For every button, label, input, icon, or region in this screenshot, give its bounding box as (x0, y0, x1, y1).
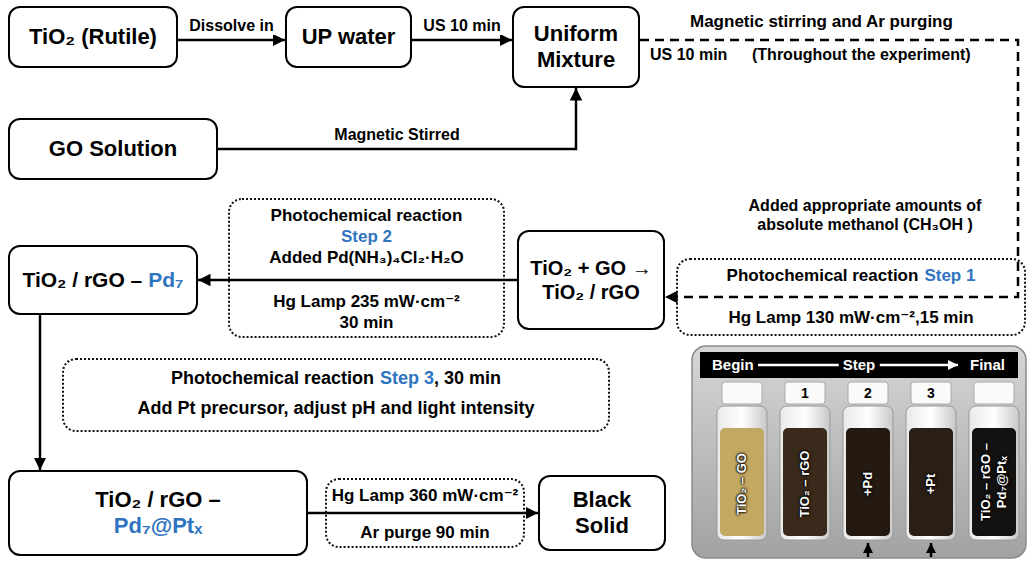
process-box: TiO₂ + GO → TiO₂ / rGO (517, 230, 665, 330)
vial-label: TiO₂ – GO (734, 434, 750, 534)
vial-glass (969, 406, 1019, 540)
reaction-step-panel: Photochemical reactionStep 1 Hg Lamp 130 … (676, 258, 1026, 336)
flow-arrow (39, 315, 42, 470)
vial-glass (843, 406, 893, 540)
step-text: Add Pt precursor, adjust pH and light in… (137, 398, 534, 420)
process-box: TiO₂ / rGO –Pd₇@Ptₓ (8, 470, 308, 556)
edge-label: Magnetic Stirred (332, 125, 461, 144)
text-row: Photochemical reaction (234, 206, 499, 226)
step-text: Hg Lamp 360 mW·cm⁻² (332, 486, 519, 506)
vial (969, 382, 1019, 540)
process-box: TiO₂ (Rutile) (8, 6, 178, 68)
sequence-band (700, 352, 1018, 378)
box-label: TiO₂ (Rutile) (29, 24, 157, 50)
vial (906, 382, 956, 540)
edge-label: US 10 min (648, 45, 729, 64)
flow-arrow (218, 88, 576, 149)
vial-label: TiO₂ – rGO – Pd₇@Ptₓ (978, 436, 1009, 528)
vial (780, 382, 830, 540)
photo-panel (692, 346, 1026, 558)
step-text: Photochemical reaction (271, 206, 463, 226)
edge-label: Dissolve in (187, 16, 275, 35)
step-text: Photochemical reaction (171, 368, 374, 390)
vial (717, 382, 767, 540)
vial-liquid (846, 428, 890, 536)
vial-glass (906, 406, 956, 540)
process-note: (Throughout the experiment) (752, 45, 971, 64)
reaction-step-panel: Hg Lamp 360 mW·cm⁻² Ar purge 90 min (325, 478, 525, 548)
vial-cap (785, 382, 825, 404)
text-row: Ar purge 90 min (331, 523, 519, 543)
vial-glass (717, 406, 767, 540)
reaction-step-panel: Photochemical reaction Step 3, 30 minAdd … (62, 358, 610, 432)
box-label: Pd₇@Ptₓ (114, 513, 202, 539)
step-text: Hg Lamp 130 mW·cm⁻²,15 min (728, 308, 973, 328)
sequence-caption: Begin (708, 356, 758, 374)
process-box: UP water (285, 6, 412, 68)
text-row: Hg Lamp 360 mW·cm⁻² (331, 486, 519, 506)
sequence-caption: Final (966, 356, 1009, 374)
box-label: Uniform Mixture (524, 21, 628, 74)
pointer-arrow (867, 543, 870, 557)
step-text: Ar purge 90 min (360, 523, 489, 543)
vial-cap (911, 382, 951, 404)
process-box: Uniform Mixture (512, 6, 640, 88)
flow-arrow (198, 279, 517, 282)
step-text: Step 3 (380, 368, 434, 390)
step-text: Photochemical reaction (727, 266, 919, 286)
vial-label: +Pt (923, 434, 939, 534)
step-number: 3 (927, 385, 935, 402)
step-text: 30 min (340, 313, 394, 333)
text-row: Hg Lamp 235 mW·cm⁻² (234, 292, 499, 312)
box-label: Black Solid (550, 487, 654, 540)
vial-liquid (972, 428, 1016, 536)
flow-arrow (308, 512, 538, 515)
process-note: Added appropriate amounts of absolute me… (720, 196, 1010, 234)
vial-liquid (720, 428, 764, 536)
vial-cap (974, 382, 1014, 404)
text-row: Photochemical reactionStep 1 (682, 266, 1020, 286)
step-text: Hg Lamp 235 mW·cm⁻² (273, 292, 460, 312)
step-text: Added Pd(NH₃)₄Cl₂·H₂O (269, 248, 463, 268)
box-label: GO Solution (49, 136, 177, 162)
box-label: TiO₂ + GO → TiO₂ / rGO (529, 256, 653, 304)
text-row: Hg Lamp 130 mW·cm⁻²,15 min (682, 308, 1020, 328)
vial-label: +Pd (860, 434, 876, 534)
box-label: UP water (302, 24, 396, 50)
flow-arrow (178, 39, 285, 42)
box-label: Pd₇ (148, 267, 183, 292)
text-row: Step 2 (234, 227, 499, 247)
vial (843, 382, 893, 540)
text-row: Photochemical reaction Step 3, 30 min (68, 368, 604, 390)
process-box: TiO₂ / rGO –Pd₇ (8, 245, 198, 315)
process-note: Magnetic stirring and Ar purging (690, 12, 953, 32)
pointer-arrow (930, 543, 933, 557)
vial-cap (848, 382, 888, 404)
flow-arrow (412, 39, 512, 42)
process-box: Black Solid (538, 475, 666, 551)
reaction-step-panel: Photochemical reactionStep 2Added Pd(NH₃… (228, 198, 505, 338)
step-text: Step 2 (341, 227, 392, 247)
vial-liquid (909, 428, 953, 536)
text-row: Add Pt precursor, adjust pH and light in… (68, 398, 604, 420)
process-box: GO Solution (8, 118, 218, 180)
box-label: TiO₂ / rGO – (22, 267, 142, 292)
sequence-caption: Step (839, 356, 880, 374)
vial-cap (722, 382, 762, 404)
step-number: 2 (864, 385, 872, 402)
edge-label: US 10 min (421, 16, 502, 35)
step-text: Step 1 (924, 266, 975, 286)
text-row: 30 min (234, 313, 499, 333)
vial-label: TiO₂ – rGO (797, 434, 813, 534)
text-row: Added Pd(NH₃)₄Cl₂·H₂O (234, 248, 499, 268)
step-text: , 30 min (434, 368, 501, 390)
vial-liquid (783, 428, 827, 536)
step-number: 1 (801, 385, 809, 402)
box-label: TiO₂ / rGO – (95, 487, 221, 513)
vial-glass (780, 406, 830, 540)
